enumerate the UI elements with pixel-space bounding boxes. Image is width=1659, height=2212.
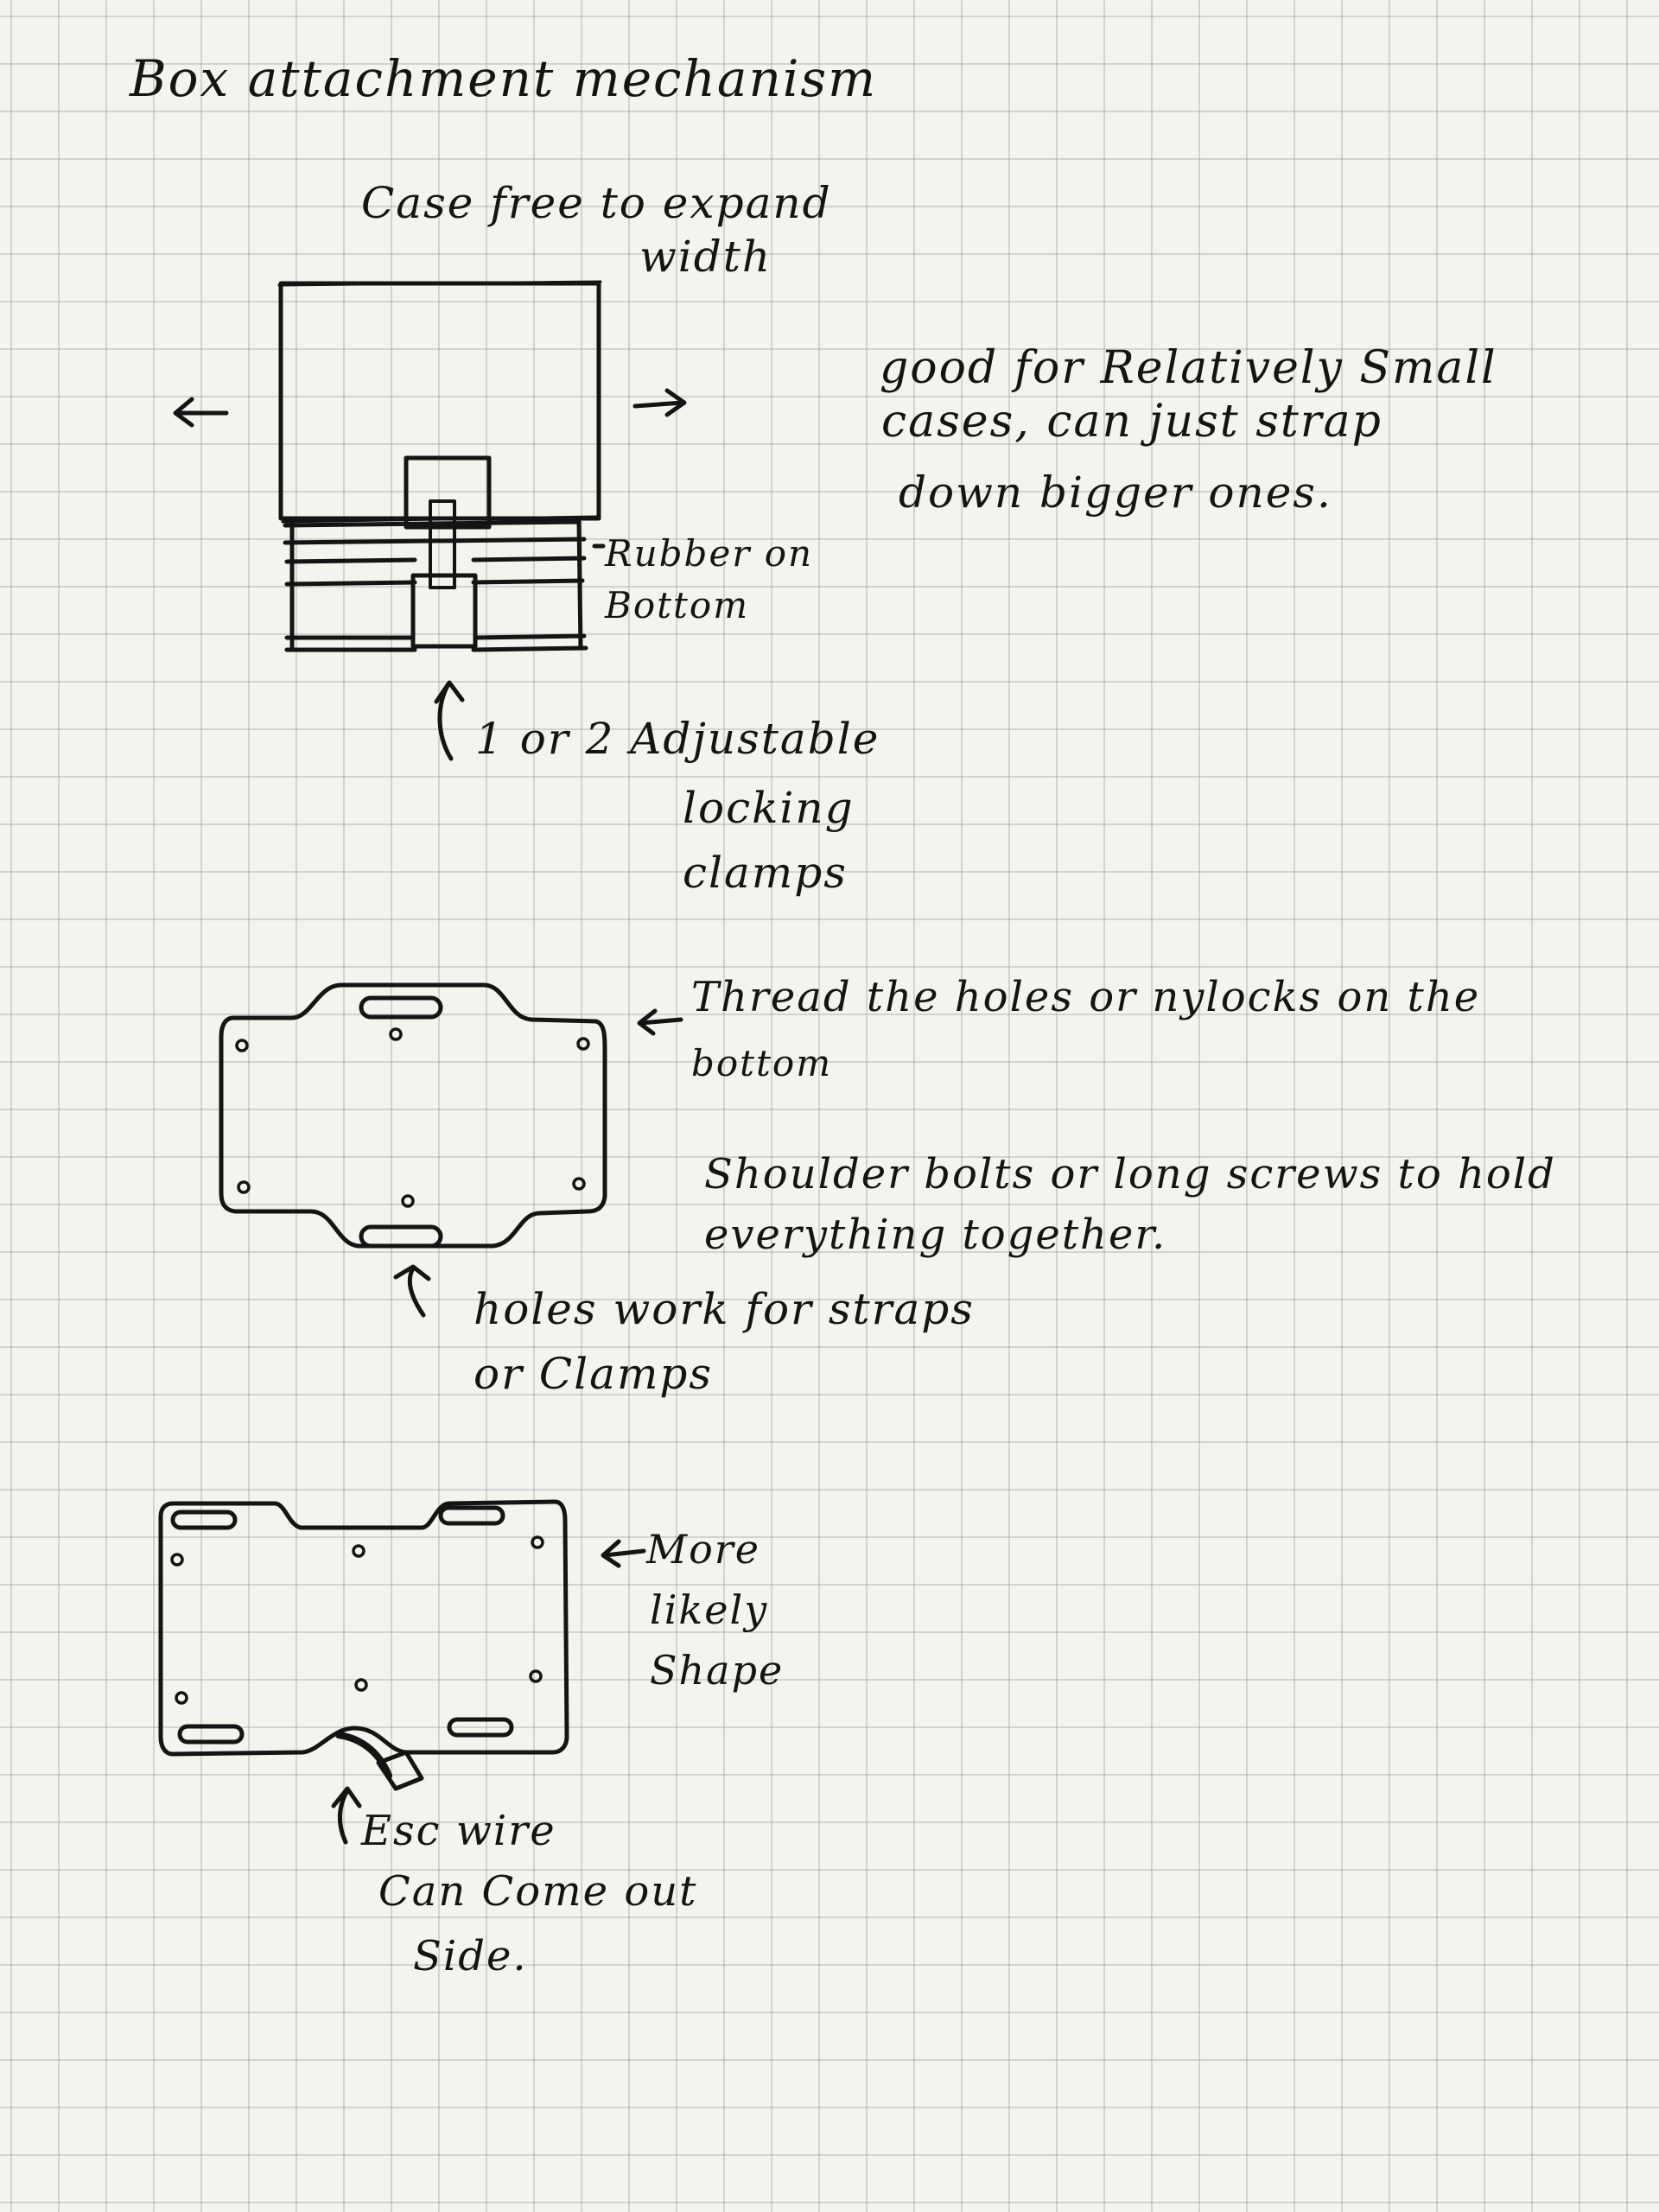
- shape-label-line3: Shape: [650, 1647, 785, 1694]
- rubber-label-line1: Rubber on: [605, 532, 814, 575]
- rubber-label-line2: Bottom: [605, 584, 750, 626]
- shoulder-label-line2: everything together.: [704, 1211, 1167, 1259]
- slot-bottom: [359, 1224, 443, 1249]
- case-box-sketch: [277, 280, 602, 524]
- shape2-holes: [170, 1535, 544, 1705]
- plate-holes: [235, 1027, 590, 1208]
- shape-pointer-arrow-icon: [601, 1539, 646, 1568]
- thread-label-line2: bottom: [691, 1042, 833, 1084]
- plate-outline-sketch: [219, 982, 607, 1249]
- right-arrow-icon: [632, 388, 687, 417]
- wire-exit-arrow-icon: [335, 1732, 424, 1791]
- clamp-pointer-arrow-icon: [434, 680, 465, 761]
- shape2-outline-sketch: [158, 1499, 569, 1757]
- left-arrow-icon: [173, 397, 229, 428]
- wire-pointer-arrow-icon: [331, 1786, 362, 1845]
- clamps-label-line2: locking: [683, 783, 855, 833]
- good-note-line1: good for Relatively Small: [880, 342, 1497, 394]
- wire-label-line2: Can Come out: [378, 1867, 698, 1916]
- slot-top: [359, 995, 443, 1020]
- thread-label-line1: Thread the holes or nylocks on the: [691, 973, 1481, 1021]
- holes-label-line1: holes work for straps: [474, 1284, 975, 1334]
- shoulder-label-line1: Shoulder bolts or long screws to hold: [704, 1150, 1556, 1198]
- clamps-label-line1: 1 or 2 Adjustable: [475, 714, 880, 764]
- good-note-line3: down bigger ones.: [899, 467, 1332, 518]
- clamp-block-sketch: [404, 455, 492, 649]
- holes-label-line2: or Clamps: [474, 1349, 714, 1399]
- wire-label-line1: Esc wire: [361, 1807, 556, 1855]
- good-note-line2: cases, can just strap: [881, 396, 1382, 448]
- wire-label-line3: Side.: [413, 1932, 528, 1980]
- shape-label-line2: likely: [650, 1586, 769, 1633]
- expand-label-line2: width: [639, 232, 772, 282]
- clamps-label-line3: clamps: [683, 848, 848, 898]
- shape-label-line1: More: [646, 1526, 761, 1573]
- page-title: Box attachment mechanism: [130, 49, 878, 108]
- thread-pointer-arrow-icon: [637, 1008, 683, 1036]
- holes-pointer-arrow-icon: [393, 1264, 431, 1318]
- width-arrows: [173, 388, 687, 428]
- expand-label-line1: Case free to expand: [361, 178, 832, 228]
- rail-base-sketch: [283, 519, 588, 652]
